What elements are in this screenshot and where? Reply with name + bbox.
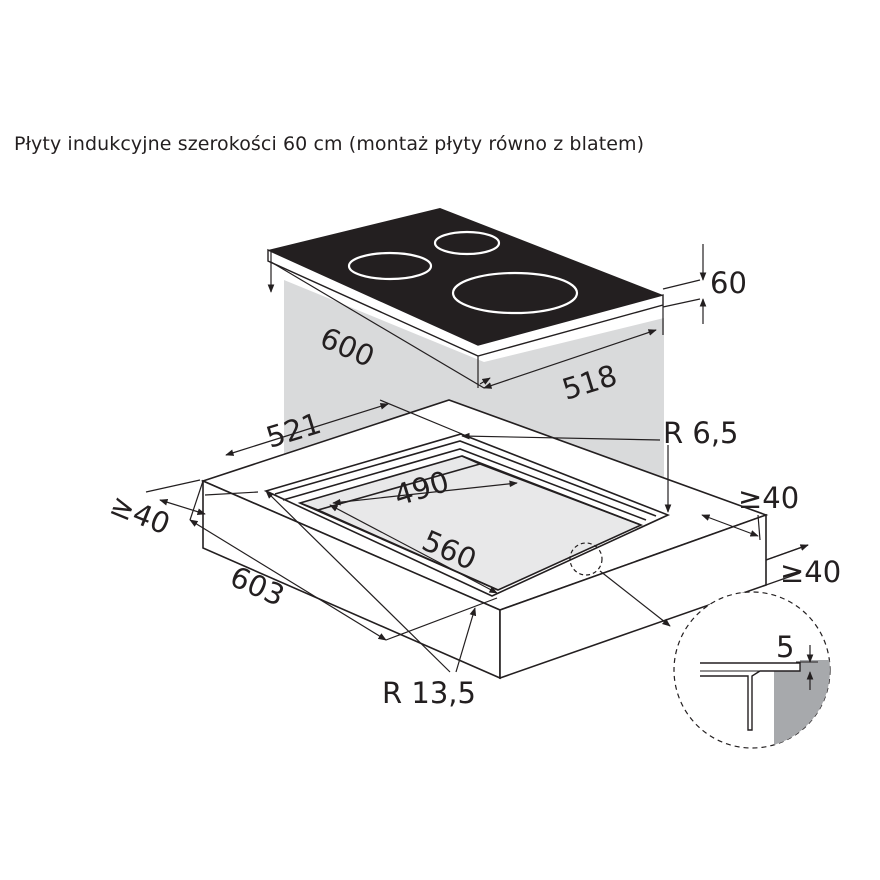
detail-bubble [673, 591, 831, 749]
dimension-lines [145, 244, 809, 673]
label-side-clearance-right: ≥40 [780, 555, 841, 589]
label-corner-radius-small: R 6,5 [663, 416, 739, 450]
label-hob-thickness: 60 [710, 266, 747, 300]
dimension-labels: 60 600 518 521 R 6,5 ≥40 ≥40 ≥40 490 560… [105, 266, 841, 710]
label-corner-radius-large: R 13,5 [382, 676, 476, 710]
hob-glass-top [268, 208, 663, 345]
cooking-zone-large [451, 271, 579, 315]
label-rebate-depth: 5 [776, 630, 794, 664]
cooking-zone-rear [433, 230, 501, 256]
diagram-caption: Płyty indukcyjne szerokości 60 cm (monta… [14, 133, 645, 155]
label-rear-clearance: ≥40 [738, 481, 799, 515]
label-side-clearance-left: ≥40 [105, 487, 174, 541]
cooking-zone-left [347, 251, 433, 281]
